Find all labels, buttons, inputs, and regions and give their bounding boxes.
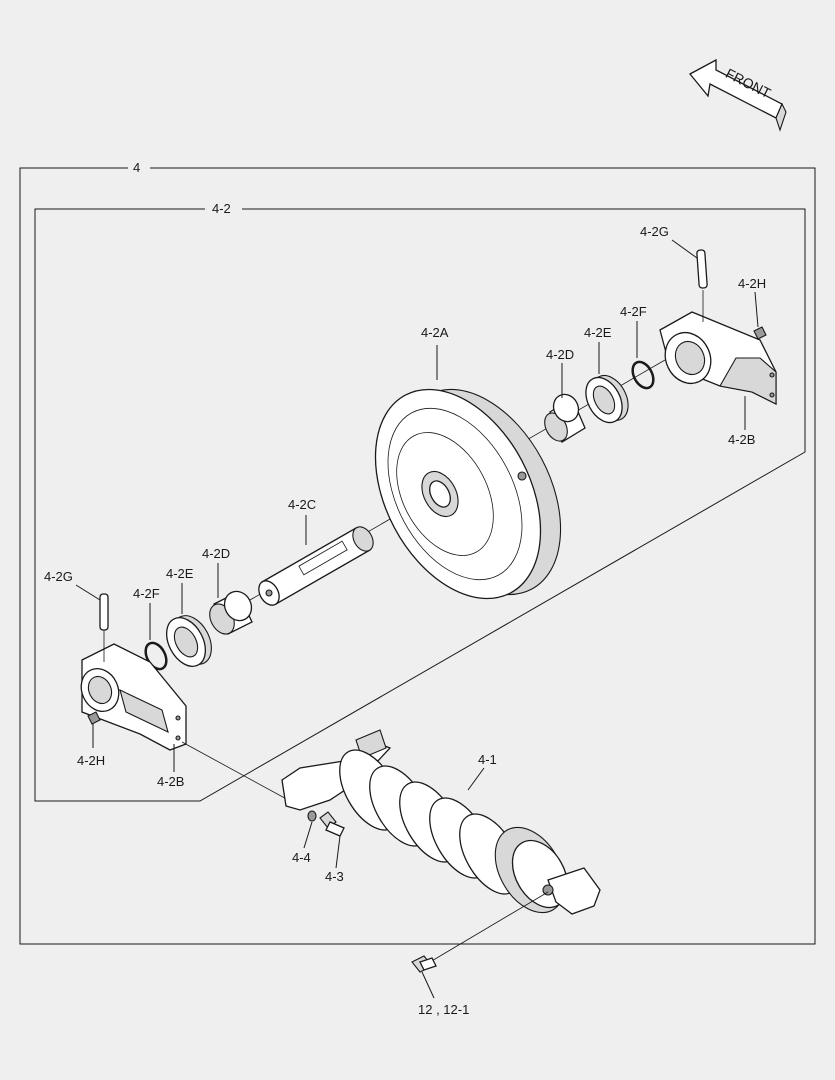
label-bolt: 4-3 (325, 869, 344, 884)
label-pin-right: 4-2G (640, 224, 669, 239)
front-arrow: FRONT (688, 58, 787, 132)
shaft: 4-2C (258, 497, 374, 606)
bolt: 4-3 (319, 811, 345, 884)
oring-right: 4-2F (620, 304, 655, 390)
label-grease-fitting: 12 , 12-1 (418, 1002, 469, 1017)
washer: 4-4 (292, 810, 317, 865)
oring-left: 4-2F (133, 586, 168, 671)
seal-right: 4-2E (584, 325, 629, 424)
label-idler: 4-2A (421, 325, 449, 340)
bushing-left: 4-2D (202, 546, 253, 635)
assembly-frame-outer: 4 (19, 160, 816, 945)
label-oring-right: 4-2F (620, 304, 647, 319)
seal-left: 4-2E (166, 566, 212, 667)
label-seal-left: 4-2E (166, 566, 194, 581)
assembly-main-label: 4 (133, 160, 140, 175)
label-oring-left: 4-2F (133, 586, 160, 601)
label-shaft: 4-2C (288, 497, 316, 512)
bracket-right: 4-2B (659, 311, 777, 447)
idler-wheel: 4-2A (374, 325, 562, 600)
assembly-sub-label: 4-2 (212, 201, 231, 216)
label-seal-right: 4-2E (584, 325, 612, 340)
bracket-left: 4-2B (80, 643, 187, 789)
recoil-spring: 4-1 (281, 729, 601, 915)
label-plug-left: 4-2H (77, 753, 105, 768)
pin-left: 4-2G (44, 569, 109, 662)
label-washer: 4-4 (292, 850, 311, 865)
label-recoil-spring: 4-1 (478, 752, 497, 767)
label-bushing-left: 4-2D (202, 546, 230, 561)
assembly-frame-inner: 4-2 (34, 201, 806, 802)
label-bracket-right: 4-2B (728, 432, 755, 447)
bracket-to-spring-line (181, 741, 293, 803)
label-bushing-right: 4-2D (546, 347, 574, 362)
label-bracket-left: 4-2B (157, 774, 184, 789)
label-pin-left: 4-2G (44, 569, 73, 584)
grease-fitting: 12 , 12-1 (411, 891, 549, 1017)
label-plug-right: 4-2H (738, 276, 766, 291)
bushing-right: 4-2D (544, 347, 586, 443)
plug-left: 4-2H (77, 711, 105, 768)
pin-right: 4-2G (640, 224, 708, 322)
plug-right: 4-2H (738, 276, 767, 340)
